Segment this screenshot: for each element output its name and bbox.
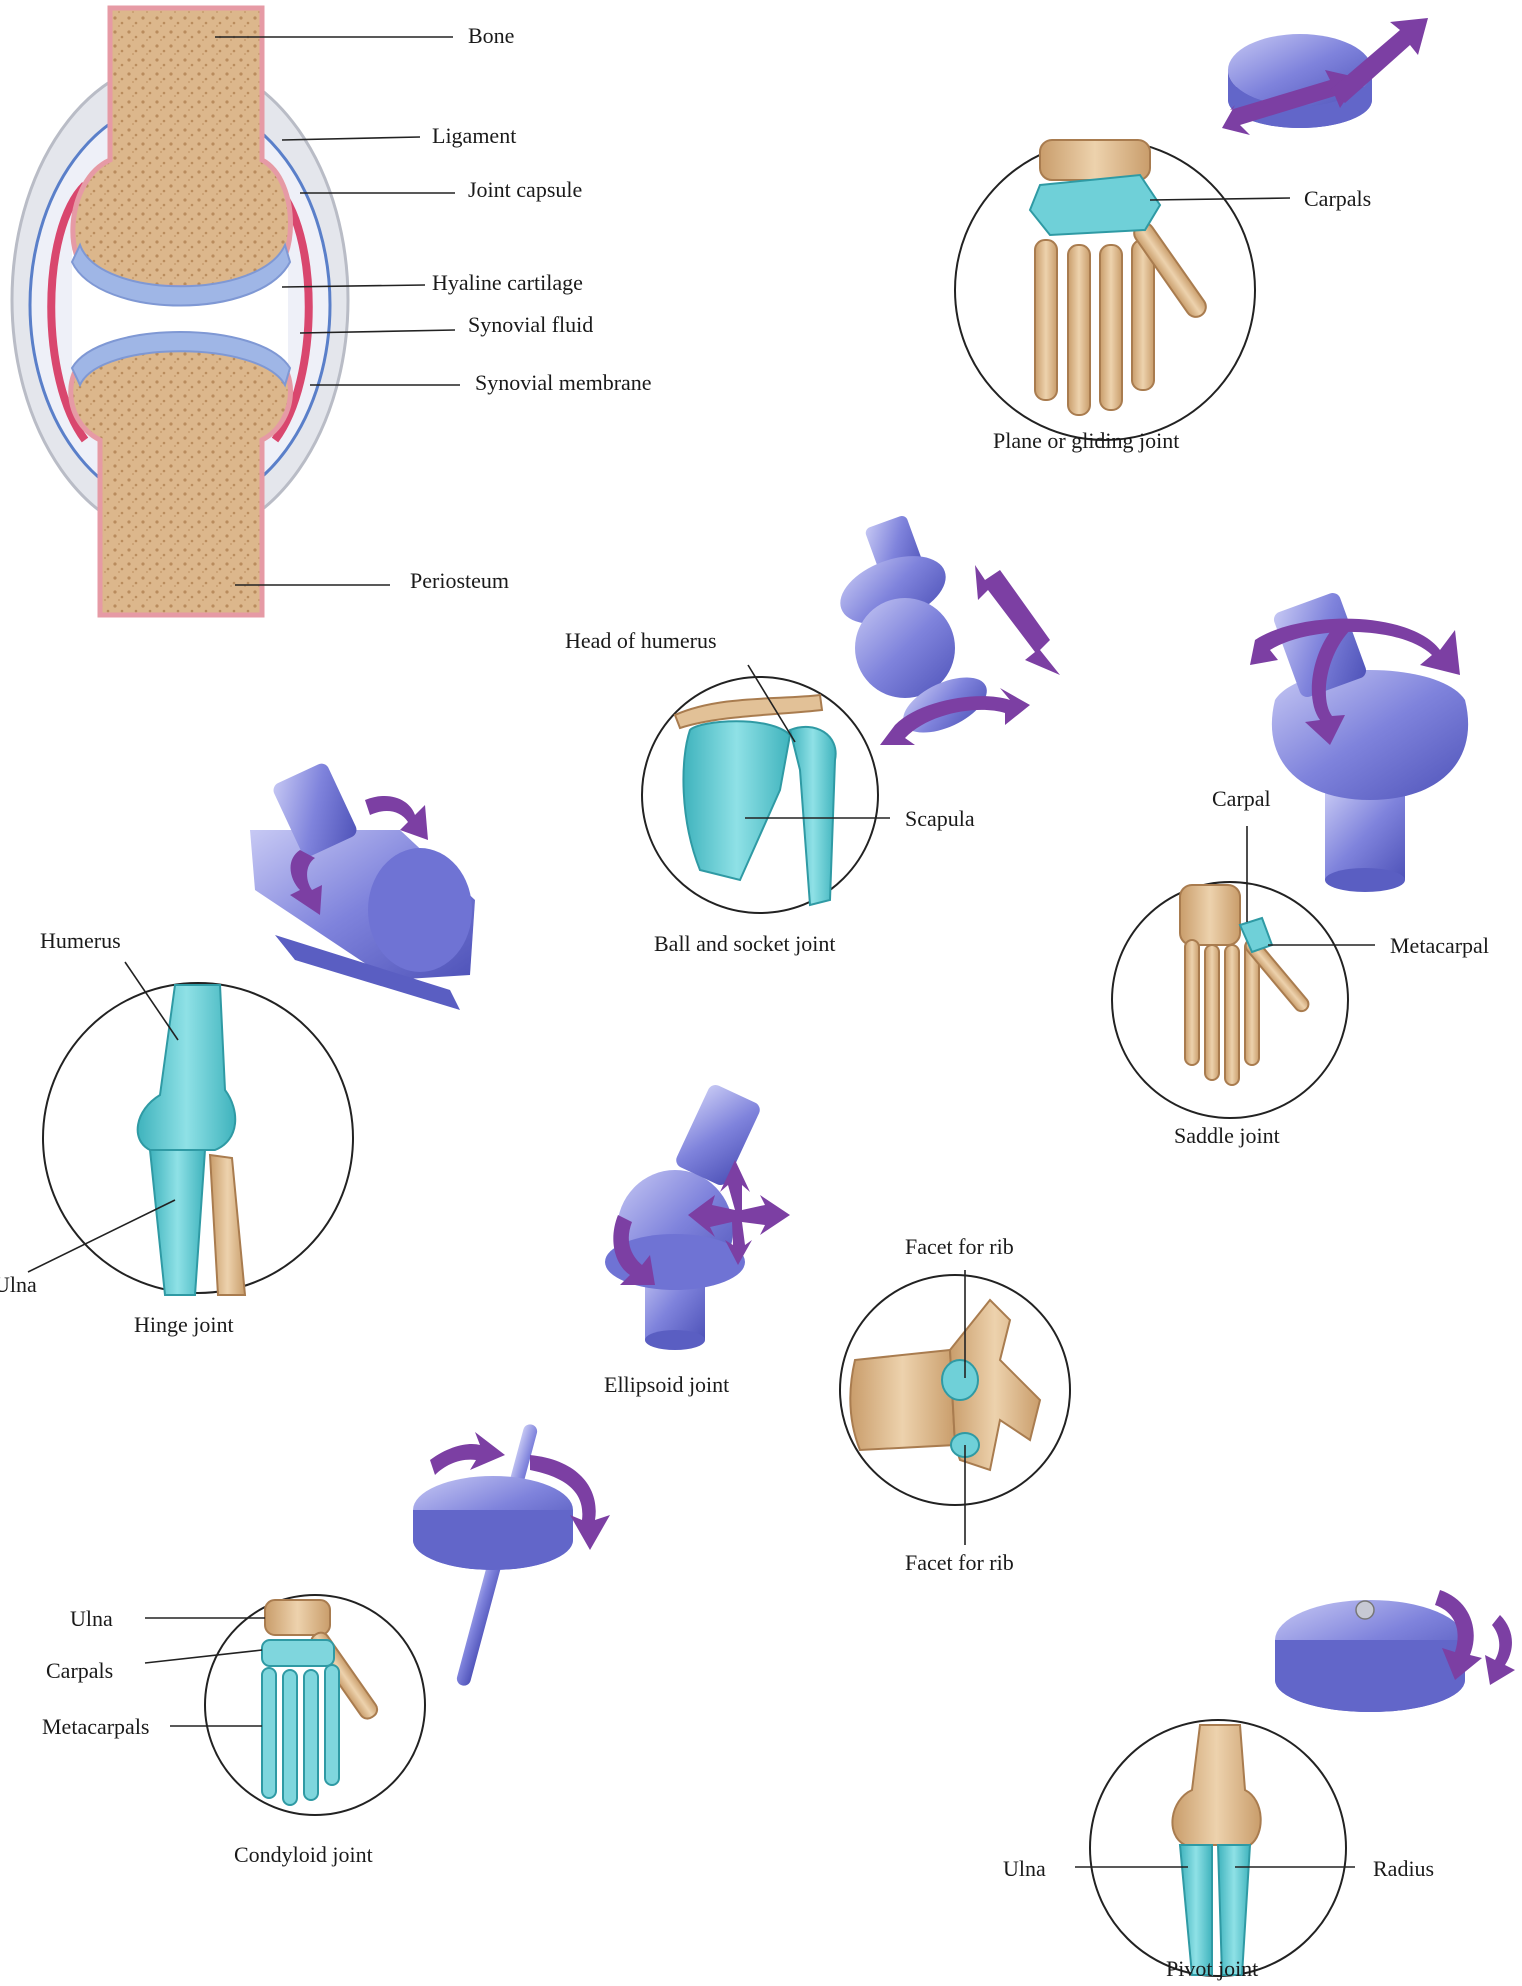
ulna-label-pivot: Ulna (1003, 1858, 1046, 1880)
radius-label: Radius (1373, 1858, 1434, 1880)
scapula-label: Scapula (905, 808, 975, 830)
saddle-model (1250, 591, 1468, 892)
pivot-joint-illustration (1090, 1590, 1515, 1976)
ball-socket-joint-illustration (642, 514, 1060, 913)
head-of-humerus-label: Head of humerus (565, 630, 717, 652)
ellipsoid-joint-caption: Ellipsoid joint (604, 1374, 729, 1396)
synovial-fluid-label: Synovial fluid (468, 314, 593, 336)
carpals-highlight (1030, 175, 1160, 235)
humerus-label: Humerus (40, 930, 121, 952)
joint-capsule-label: Joint capsule (468, 179, 582, 201)
lower-bone (71, 343, 291, 616)
hinge-joint-illustration (43, 761, 475, 1295)
carpals-label-plane: Carpals (1304, 188, 1371, 210)
hinge-joint-caption: Hinge joint (134, 1314, 234, 1336)
facet-for-rib-bottom-label: Facet for rib (905, 1552, 1014, 1574)
vertebra-illustration (840, 1275, 1070, 1505)
plane-joint-caption: Plane or gliding joint (993, 430, 1179, 452)
hinge-model (250, 761, 475, 1010)
ulna-label-condyloid: Ulna (70, 1608, 113, 1630)
metacarpals-label: Metacarpals (42, 1716, 150, 1738)
vertebral-body (850, 1350, 955, 1450)
condyloid-joint-illustration (205, 1423, 610, 1815)
condyloid-model (413, 1423, 610, 1687)
saddle-joint-illustration (1112, 591, 1468, 1118)
ellipsoid-joint-illustration (605, 1082, 790, 1350)
ulna-label-hinge: Ulna (0, 1274, 37, 1296)
upper-rib-facet (942, 1360, 978, 1400)
plane-joint-illustration (955, 18, 1428, 440)
carpal-label-saddle: Carpal (1212, 788, 1271, 810)
ball-socket-model (831, 514, 1060, 745)
carpals-label-condyloid: Carpals (46, 1660, 113, 1682)
hyaline-cartilage-label: Hyaline cartilage (432, 272, 583, 294)
ball-socket-caption: Ball and socket joint (654, 933, 835, 955)
ball-arrow-vertical (975, 565, 1060, 675)
plane-model (1222, 18, 1428, 135)
pivot-model (1275, 1590, 1515, 1712)
pivot-arrow-2 (1485, 1615, 1515, 1685)
bone-label: Bone (468, 25, 514, 47)
saddle-joint-caption: Saddle joint (1174, 1125, 1280, 1147)
synovial-membrane-label: Synovial membrane (475, 372, 652, 394)
condyloid-arrow-left (430, 1432, 505, 1475)
synovial-joint-illustration (12, 8, 348, 615)
pivot-joint-caption: Pivot joint (1166, 1958, 1258, 1980)
metacarpal-label: Metacarpal (1390, 935, 1489, 957)
condyloid-joint-caption: Condyloid joint (234, 1844, 373, 1866)
ligament-label: Ligament (432, 125, 516, 147)
periosteum-label: Periosteum (410, 570, 509, 592)
facet-for-rib-top-label: Facet for rib (905, 1236, 1014, 1258)
